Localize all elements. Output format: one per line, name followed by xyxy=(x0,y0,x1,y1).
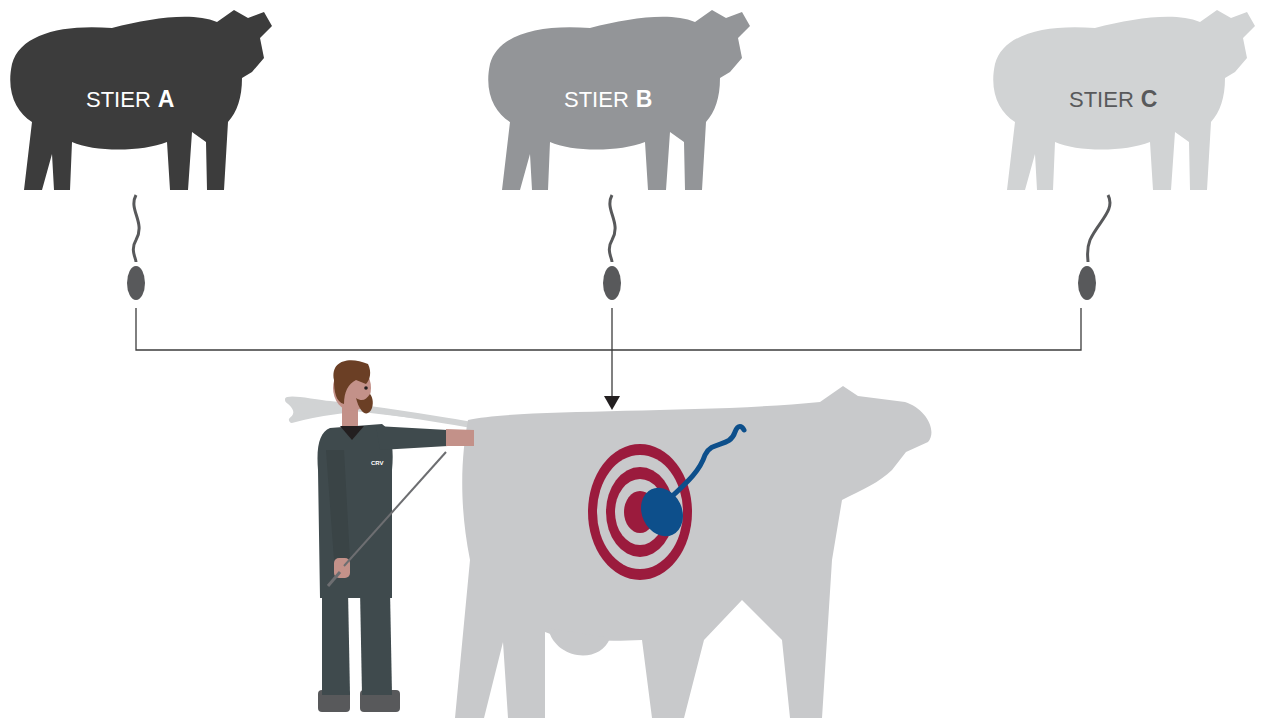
cow-udder xyxy=(548,628,610,655)
sperm-head xyxy=(633,481,690,543)
bull-word: STIER xyxy=(86,87,151,112)
target xyxy=(588,444,692,580)
bull-label: STIER B xyxy=(564,86,652,113)
bull-word: STIER xyxy=(1069,87,1134,112)
bull-label: STIER A xyxy=(86,86,174,113)
bull-silhouette: STIER B xyxy=(480,2,752,192)
bull-letter: C xyxy=(1141,86,1158,112)
sperm-tail xyxy=(668,427,744,501)
logo-text: CRV xyxy=(371,460,384,467)
bull-silhouette: STIER C xyxy=(985,2,1257,192)
cow-silhouette xyxy=(455,386,931,718)
bull-silhouette: STIER A xyxy=(2,2,274,192)
bull-word: STIER xyxy=(564,87,629,112)
bull-label: STIER C xyxy=(1069,86,1157,113)
merge-lines xyxy=(136,308,1081,397)
arrow-head xyxy=(604,396,620,410)
bull-letter: B xyxy=(636,86,653,112)
sperm-cells xyxy=(127,195,1110,300)
technician xyxy=(318,360,475,712)
cow-tail xyxy=(288,399,472,425)
bull-letter: A xyxy=(158,86,175,112)
